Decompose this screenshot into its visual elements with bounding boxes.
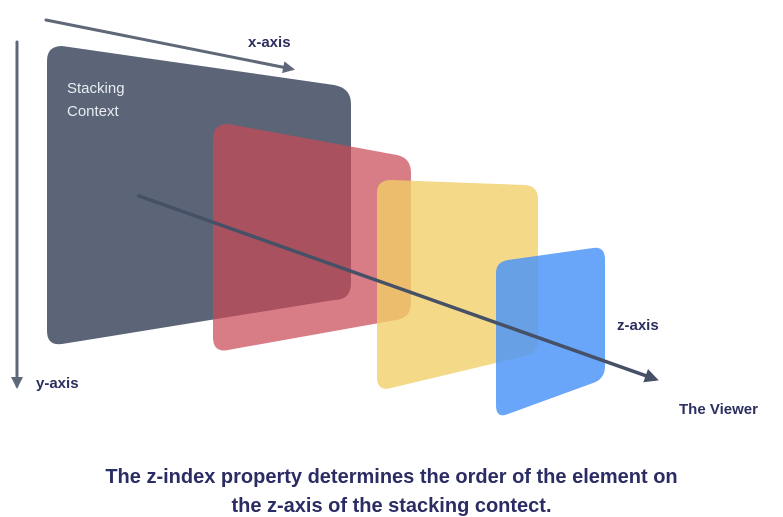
x-axis-arrow [44,18,295,74]
red-layer-plane [213,124,411,351]
caption-line-1: The z-index property determines the orde… [105,466,677,488]
viewer-label: The Viewer [679,401,758,418]
z-axis-label: z-axis [617,317,659,334]
caption-line-2: the z-axis of the stacking contect. [231,495,551,517]
z-axis-arrow [137,194,659,383]
blue-layer-plane [496,247,605,416]
y-axis-label: y-axis [36,375,79,392]
x-axis-label: x-axis [248,34,291,51]
stacking-context-label-line1: Stacking [67,80,125,97]
stacking-context-label-line2: Context [67,103,120,120]
